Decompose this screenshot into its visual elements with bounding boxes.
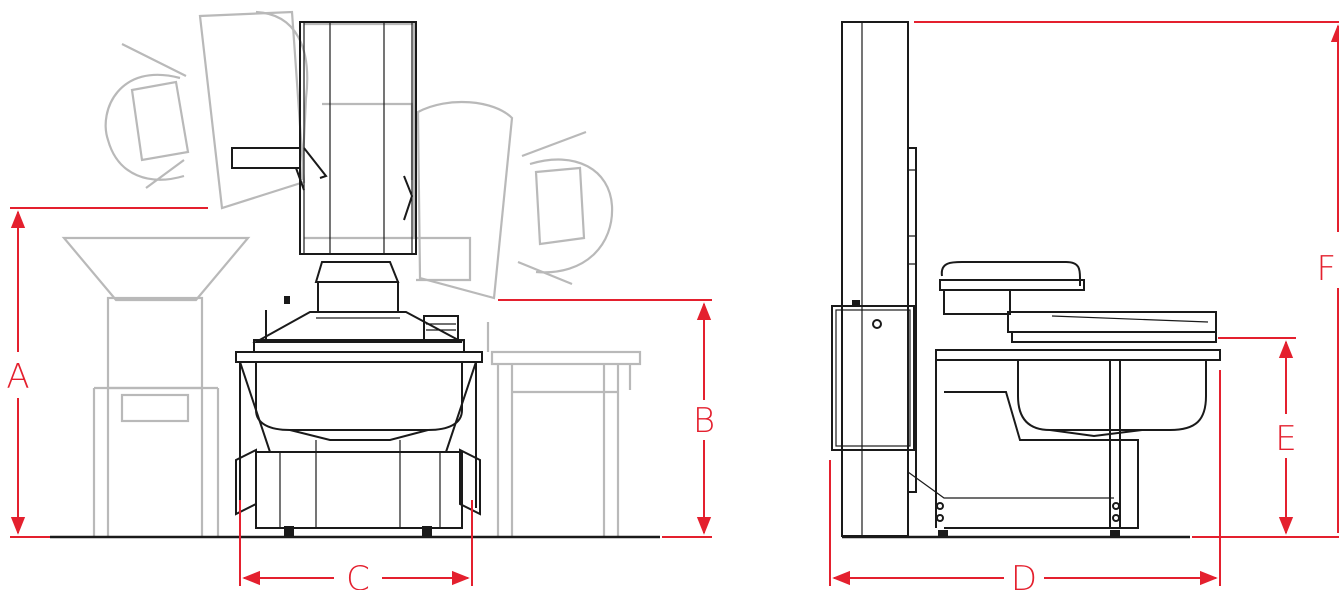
ghost-hopper: [61, 236, 251, 537]
bowl-lid: [252, 261, 465, 353]
side-bowl-frame: [907, 360, 1207, 538]
dimension-label-a: A: [6, 357, 29, 397]
mixer-column: [231, 21, 417, 255]
side-head: [935, 261, 1221, 361]
side-column: [841, 21, 917, 537]
front-view: [50, 10, 660, 539]
dimension-label-e: E: [1275, 419, 1296, 459]
control-box: [831, 300, 915, 451]
ghost-tilted-bowls: [104, 10, 614, 300]
dimension-b: B: [498, 299, 715, 538]
dimension-a: A: [6, 207, 208, 538]
side-view: [831, 21, 1221, 539]
dimension-f: F: [914, 21, 1339, 538]
mixer-bowl-frame: [235, 351, 483, 536]
dimension-d: D: [829, 370, 1221, 590]
dimension-e: E: [1192, 337, 1297, 538]
dimension-c: C: [239, 500, 473, 590]
dimension-label-f: F: [1316, 249, 1336, 289]
dimension-label-d: D: [1011, 559, 1037, 590]
ghost-table: [486, 322, 642, 537]
dimension-label-b: B: [693, 401, 715, 441]
dimension-label-c: C: [346, 559, 370, 590]
